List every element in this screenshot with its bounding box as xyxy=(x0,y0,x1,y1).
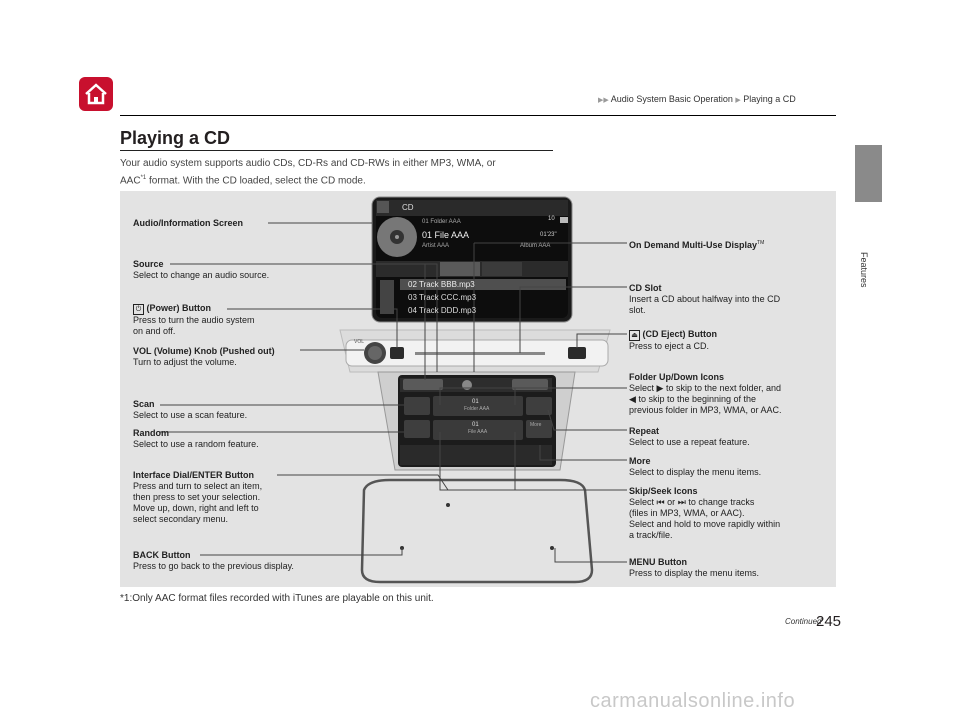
header-divider xyxy=(120,115,836,116)
label-folder: Folder Up/Down Icons Select ▶ to skip to… xyxy=(629,372,782,415)
page-title: Playing a CD xyxy=(120,128,231,148)
breadcrumb: ▶▶ Audio System Basic Operation ▶ Playin… xyxy=(598,94,796,104)
folder-down-icon: ◀ xyxy=(629,394,636,404)
lower-console xyxy=(360,478,594,584)
intro-line: format. With the CD loaded, select the C… xyxy=(146,175,366,187)
folder-up-icon: ▶ xyxy=(656,383,664,393)
power-icon: ⏻ xyxy=(133,304,144,315)
label-audio-info: Audio/Information Screen xyxy=(133,218,244,228)
eject-button xyxy=(568,347,586,359)
label-power: ⏻ (Power) Button Press to turn the audio… xyxy=(133,303,255,336)
screen-file: 01 File AAA xyxy=(422,230,470,240)
intro-line: Your audio system supports audio CDs, CD… xyxy=(120,158,496,169)
vol-label: VOL xyxy=(354,339,365,345)
screen-track-num: 10 xyxy=(548,216,555,222)
intro-text: Your audio system supports audio CDs, CD… xyxy=(120,156,560,188)
footnote-ref: *1 xyxy=(140,175,147,181)
side-tab xyxy=(855,145,882,202)
lower-folder-name: Folder AAA xyxy=(464,406,490,412)
screen-track-item[interactable]: 03 Track CCC.mp3 xyxy=(408,293,477,302)
breadcrumb-item[interactable]: Audio System Basic Operation xyxy=(610,94,733,104)
title-rule xyxy=(120,150,553,151)
skip-forward-icon: ⏭ xyxy=(677,497,686,507)
label-ondemand: On Demand Multi-Use DisplayTM xyxy=(629,240,765,250)
eject-icon: ⏏ xyxy=(629,330,640,341)
label-dial: Interface Dial/ENTER Button Press and tu… xyxy=(133,470,263,524)
page-number: 245 xyxy=(816,613,842,630)
screen-time: 01'23" xyxy=(540,232,557,238)
label-skip: Skip/Seek Icons Select ⏮ or ⏭ to change … xyxy=(629,486,781,540)
lower-folder-num: 01 xyxy=(472,399,479,405)
lower-file-name: File AAA xyxy=(468,429,488,435)
footnote: *1:Only AAC format files recorded with i… xyxy=(120,593,434,604)
lower-track-num: 01 xyxy=(472,422,479,428)
breadcrumb-item[interactable]: Playing a CD xyxy=(743,94,796,104)
more-button[interactable]: More xyxy=(530,422,542,428)
cd-slot xyxy=(415,352,545,355)
chevron-right-icon: ▶▶ xyxy=(598,97,609,104)
watermark: carmanualsonline.info xyxy=(590,690,796,712)
screen-track-item[interactable]: 04 Track DDD.mp3 xyxy=(408,306,477,315)
screen-album: Album AAA xyxy=(520,243,551,249)
label-cd-slot: CD Slot Insert a CD about halfway into t… xyxy=(629,283,781,315)
home-icon[interactable] xyxy=(79,77,113,111)
screen-artist: Artist AAA xyxy=(422,243,450,249)
power-button xyxy=(390,347,404,359)
label-vol: VOL (Volume) Knob (Pushed out)Turn to ad… xyxy=(133,346,275,367)
intro-line: AAC xyxy=(120,175,141,187)
continued-label: Continued xyxy=(785,617,822,626)
screen-folder: 01 Folder AAA xyxy=(422,219,461,225)
chevron-right-icon: ▶ xyxy=(735,97,741,104)
screen-mode-label: CD xyxy=(402,203,414,212)
screen-track-item[interactable]: 02 Track BBB.mp3 xyxy=(408,280,475,289)
skip-back-icon: ⏮ xyxy=(656,497,665,507)
